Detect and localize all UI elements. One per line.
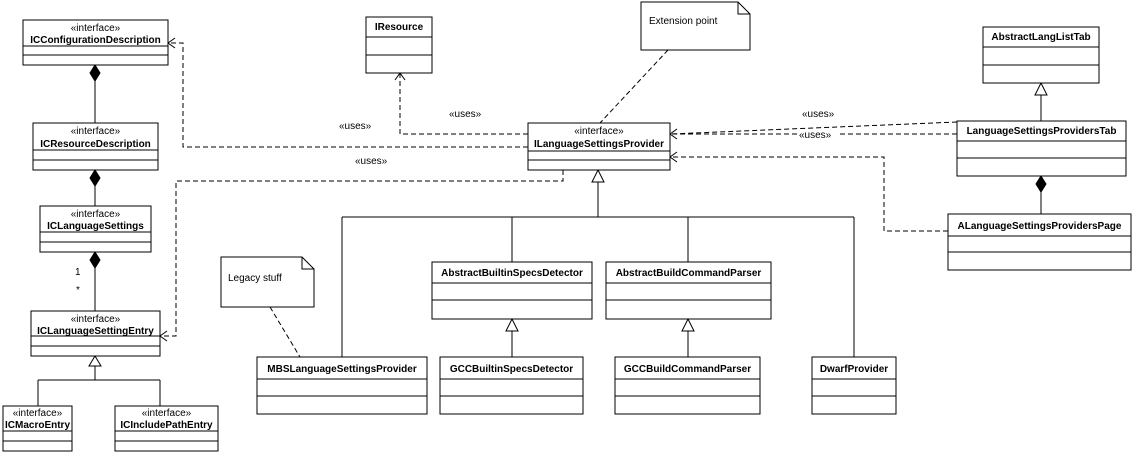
class-abstractbuildcommandparser: AbstractBuildCommandParser bbox=[605, 261, 772, 320]
class-name: ILanguageSettingsProvider bbox=[534, 139, 664, 150]
uses-page-provider bbox=[670, 156, 948, 232]
generalization-triangle-tab bbox=[1034, 81, 1048, 96]
multiplicity-many: * bbox=[76, 285, 80, 296]
stereotype-label: «interface» bbox=[574, 126, 624, 137]
class-name: GCCBuildCommandParser bbox=[624, 364, 751, 375]
class-abstractlanglisttab: AbstractLangListTab bbox=[982, 26, 1100, 84]
generalization-triangle-buildparser bbox=[681, 317, 695, 332]
class-name: ICIncludePathEntry bbox=[120, 420, 213, 431]
class-iclanguagesettingentry: «interface» ICLanguageSettingEntry bbox=[30, 310, 161, 357]
stereotype-label: «interface» bbox=[71, 126, 121, 137]
class-name: DwarfProvider bbox=[820, 364, 888, 375]
uses-provider-config bbox=[168, 42, 528, 148]
class-name: MBSLanguageSettingsProvider bbox=[267, 364, 417, 375]
note-legacy-stuff: Legacy stuff bbox=[220, 256, 315, 308]
class-name: ICLanguageSettings bbox=[47, 221, 144, 232]
class-name: AbstractBuildCommandParser bbox=[616, 268, 762, 279]
class-name: ICResourceDescription bbox=[40, 139, 151, 150]
uses-label-config: «uses» bbox=[339, 121, 372, 132]
class-iresource: IResource bbox=[365, 16, 433, 74]
stereotype-label: «interface» bbox=[71, 314, 121, 325]
class-alanguagesettingsproviderspage: ALanguageSettingsProvidersPage bbox=[947, 213, 1132, 271]
generalization-triangle-entry bbox=[88, 355, 102, 367]
generalization-triangle-provider bbox=[591, 168, 605, 183]
class-name: ICConfigurationDescription bbox=[30, 35, 161, 46]
class-mbslanguagesettingsprovider: MBSLanguageSettingsProvider bbox=[256, 356, 428, 415]
class-name: GCCBuiltinSpecsDetector bbox=[450, 364, 573, 375]
composition-diamond-resource bbox=[89, 169, 101, 187]
class-name: ICMacroEntry bbox=[5, 420, 70, 431]
stereotype-label: «interface» bbox=[71, 23, 121, 34]
stereotype-label: «interface» bbox=[13, 408, 63, 419]
class-name: ICLanguageSettingEntry bbox=[37, 326, 154, 337]
note-anchor-legacy bbox=[269, 306, 301, 358]
class-iclanguagesettings: «interface» ICLanguageSettings bbox=[39, 205, 152, 253]
class-icconfigurationdescription: «interface» ICConfigurationDescription bbox=[22, 19, 169, 66]
class-gccbuiltinspecsdetector: GCCBuiltinSpecsDetector bbox=[439, 356, 584, 415]
note-text: Extension point bbox=[649, 16, 718, 27]
uses-provider-resource bbox=[399, 73, 528, 135]
uses-label-tab-lower: «uses» bbox=[799, 130, 832, 141]
class-name: AbstractLangListTab bbox=[991, 32, 1090, 43]
class-icresourcedescription: «interface» ICResourceDescription bbox=[32, 122, 159, 171]
class-gccbuildcommandparser: GCCBuildCommandParser bbox=[614, 356, 761, 415]
stereotype-label: «interface» bbox=[142, 408, 192, 419]
uses-label-bg bbox=[797, 129, 837, 140]
class-name: IResource bbox=[375, 22, 424, 33]
class-dwarfprovider: DwarfProvider bbox=[811, 356, 897, 415]
note-text: Legacy stuff bbox=[228, 273, 282, 284]
class-abstractbuiltinspecsdetector: AbstractBuiltinSpecsDetector bbox=[431, 261, 593, 320]
stereotype-label: «interface» bbox=[71, 209, 121, 220]
generalization-triangle-builtin bbox=[505, 317, 519, 332]
composition-diamond-config bbox=[89, 64, 101, 82]
composition-diamond-language bbox=[89, 251, 101, 269]
class-ilanguagesettingsprovider: «interface» ILanguageSettingsProvider bbox=[527, 122, 671, 171]
class-name: AbstractBuiltinSpecsDetector bbox=[441, 268, 583, 279]
note-extension-point: Extension point bbox=[640, 1, 751, 51]
class-name: LanguageSettingsProvidersTab bbox=[967, 126, 1117, 137]
uses-label-resource: «uses» bbox=[449, 109, 482, 120]
uses-label-tab-upper: «uses» bbox=[802, 109, 835, 120]
composition-diamond-tab bbox=[1035, 175, 1047, 193]
multiplicity-one: 1 bbox=[75, 267, 81, 278]
uses-label-entry: «uses» bbox=[355, 156, 388, 167]
class-icincludepathentry: «interface» ICIncludePathEntry bbox=[114, 405, 219, 452]
class-icmacroentry: «interface» ICMacroEntry bbox=[2, 405, 73, 452]
note-anchor-extension bbox=[599, 49, 669, 124]
class-name: ALanguageSettingsProvidersPage bbox=[958, 221, 1122, 232]
class-languagesettingsproviderstab: LanguageSettingsProvidersTab bbox=[956, 120, 1127, 177]
